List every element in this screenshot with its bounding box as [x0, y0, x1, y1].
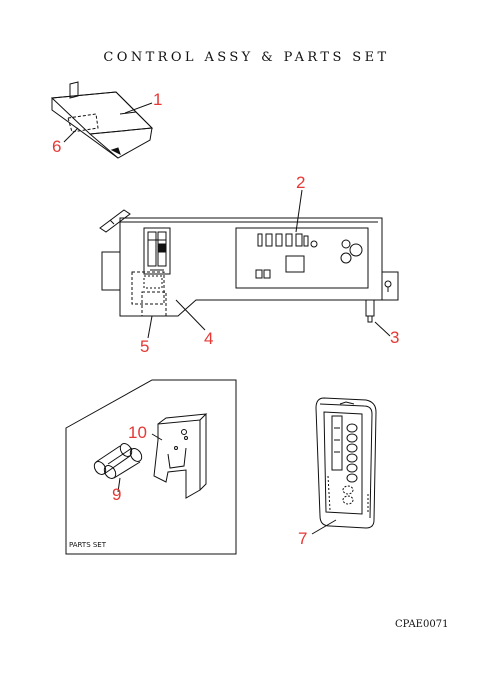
leader-line-1 [125, 103, 152, 113]
callout-1: 1 [153, 90, 163, 109]
callout-3: 3 [390, 328, 400, 347]
control-box-part-1 [52, 82, 152, 158]
remote-control-part-7 [316, 398, 376, 528]
parts-set-panel [66, 380, 236, 554]
callout-5: 5 [140, 337, 150, 356]
parts-set-label: PARTS SET [69, 541, 107, 549]
control-board [100, 210, 398, 322]
diagram-title: CONTROL ASSY & PARTS SET [103, 50, 390, 65]
leader-line-3 [375, 322, 390, 336]
callout-2: 2 [296, 173, 306, 192]
leader-line-6 [64, 128, 78, 142]
leader-line-10 [152, 434, 162, 440]
battery-pair-part-9 [92, 441, 144, 480]
leader-line-7 [312, 520, 336, 534]
callout-10: 10 [128, 423, 147, 442]
callout-4: 4 [204, 329, 214, 348]
callout-6: 6 [52, 137, 62, 156]
leader-line-9 [118, 478, 120, 492]
callout-7: 7 [298, 529, 308, 548]
drawing-code: CPAE0071 [395, 619, 449, 630]
callout-9: 9 [112, 485, 122, 504]
leader-line-4 [176, 300, 205, 330]
remote-holder-part-10 [154, 414, 206, 498]
leader-line-5 [148, 316, 152, 338]
leader-line-2 [296, 190, 302, 232]
